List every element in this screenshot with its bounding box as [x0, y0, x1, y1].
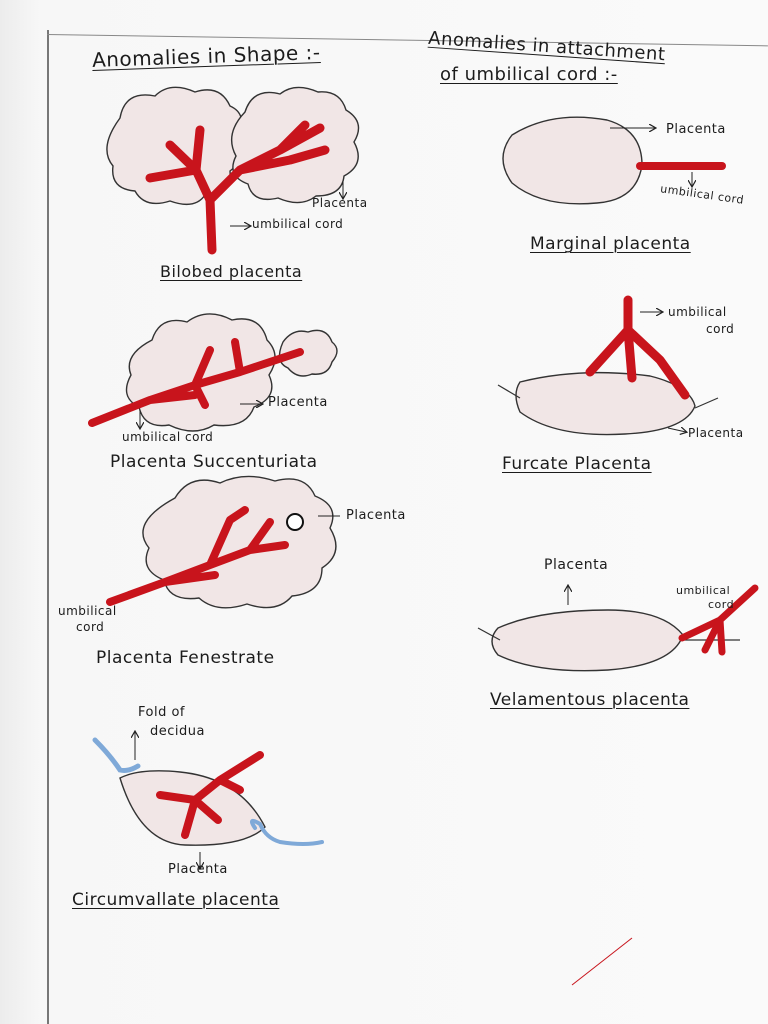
marginal-placenta: [502, 116, 643, 205]
marginal-caption: Marginal placenta: [530, 234, 691, 254]
margin-line: [47, 30, 49, 1024]
circumvallate-caption: Circumvallate placenta: [72, 890, 280, 910]
velamentous-drawing: [477, 584, 759, 672]
succenturiata-caption: Placenta Succenturiata: [110, 452, 318, 472]
furcate-cord: [585, 295, 690, 400]
marginal-drawing: [502, 116, 726, 205]
furcate-label-cord-1: umbilical: [668, 305, 727, 319]
pen-mark: [571, 937, 633, 986]
succenturiata-label-cord: umbilical cord: [122, 430, 214, 444]
circumvallate-decidua-left: [92, 737, 141, 773]
succenturiata-accessory-lobe: [278, 329, 338, 377]
velamentous-label-cord-1: umbilical: [676, 584, 731, 597]
bilobed-caption: Bilobed placenta: [160, 262, 303, 281]
velamentous-label-placenta: Placenta: [544, 557, 609, 573]
bilobed-placenta-drawing: [106, 86, 360, 255]
velamentous-caption: Velamentous placenta: [490, 690, 690, 710]
velamentous-cord: [678, 584, 759, 656]
fenestrate-drawing: [106, 475, 340, 609]
velamentous-label-cord-2: cord: [708, 598, 735, 611]
circumvallate-drawing: [92, 732, 324, 868]
bilobed-label-cord: umbilical cord: [252, 217, 344, 231]
circumvallate-label-fold-1: Fold of: [138, 705, 185, 720]
fenestrate-caption: Placenta Fenestrate: [96, 648, 275, 668]
marginal-label-placenta: Placenta: [666, 122, 726, 137]
fenestrate-window: [286, 513, 304, 531]
furcate-drawing: [497, 295, 719, 436]
succenturiata-drawing: [88, 313, 338, 432]
furcate-label-placenta: Placenta: [688, 426, 744, 440]
heading-attachment-line2: of umbilical cord :-: [440, 64, 618, 85]
fenestrate-placenta: [142, 475, 337, 609]
succenturiata-cord: [88, 338, 304, 427]
circumvallate-decidua-right: [250, 818, 324, 846]
velamentous-placenta: [491, 609, 684, 672]
fenestrate-label-cord-2: cord: [76, 620, 105, 634]
furcate-placenta: [515, 371, 696, 436]
furcate-caption: Furcate Placenta: [502, 454, 652, 474]
fenestrate-label-placenta: Placenta: [346, 508, 406, 523]
succenturiata-label-placenta: Placenta: [268, 395, 328, 410]
fenestrate-label-cord-1: umbilical: [58, 604, 117, 618]
circumvallate-cord: [156, 751, 264, 839]
bilobed-cord: [145, 120, 330, 255]
furcate-label-cord-2: cord: [706, 322, 735, 336]
circumvallate-label-placenta: Placenta: [168, 862, 228, 877]
circumvallate-label-fold-2: decidua: [150, 724, 205, 739]
bilobed-label-placenta: Placenta: [312, 196, 368, 210]
fenestrate-cord: [106, 506, 289, 606]
